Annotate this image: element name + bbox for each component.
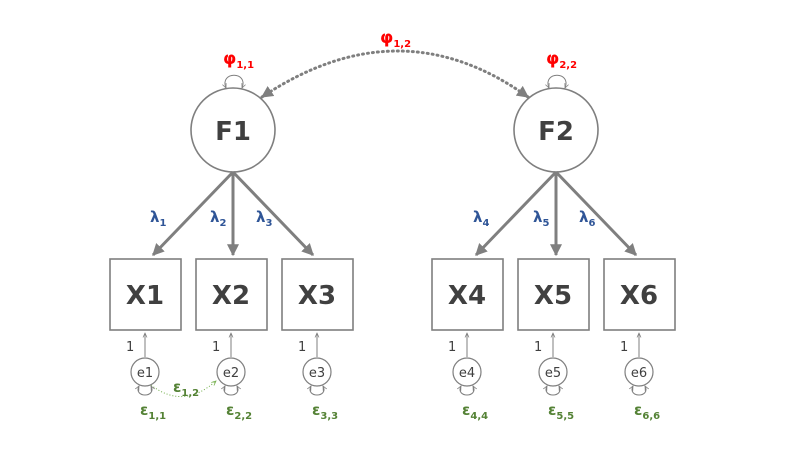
fixed-path-label-6: 1 — [620, 340, 628, 355]
indicator-x2-label: X2 — [212, 281, 250, 311]
indicator-x2-box — [195, 258, 268, 331]
indicator-x4-box — [431, 258, 504, 331]
loading-arrow-1 — [151, 170, 235, 257]
error-e3-label: e3 — [309, 366, 325, 381]
fixed-path-label-3: 1 — [298, 340, 306, 355]
error-e2-label: e2 — [223, 366, 239, 381]
factor-variance-label-f1: φ1,1 — [223, 49, 254, 71]
error-variance-loop-5 — [546, 386, 560, 396]
error-variance-label-5: ε5,5 — [548, 401, 574, 422]
error-variance-loop-3 — [310, 386, 324, 396]
fixed-path-label-4: 1 — [448, 340, 456, 355]
loading-arrow-6 — [554, 170, 638, 257]
indicator-x5-label: X5 — [534, 281, 572, 311]
indicator-x6-label: X6 — [620, 281, 658, 311]
loading-label-2: λ2 — [210, 208, 227, 229]
factor-covariance-label: φ1,2 — [380, 28, 411, 50]
factor-covariance-arrow — [260, 49, 530, 99]
loading-label-1: λ1 — [150, 208, 167, 229]
error-covariance-label: ε1,2 — [173, 378, 199, 399]
factor-variance-loop-f2 — [548, 74, 566, 88]
factor-f2-label: F2 — [538, 117, 574, 147]
error-variance-label-4: ε4,4 — [462, 401, 488, 422]
error-variance-label-6: ε6,6 — [634, 401, 660, 422]
error-variance-label-1: ε1,1 — [140, 401, 166, 422]
indicator-x5-box — [517, 258, 590, 331]
indicator-x1-label: X1 — [126, 281, 164, 311]
loading-label-4: λ4 — [473, 208, 490, 229]
indicator-x1-box — [109, 258, 182, 331]
error-e1-label: e1 — [137, 366, 153, 381]
indicator-x3-box — [281, 258, 354, 331]
indicator-x6-box — [603, 258, 676, 331]
fixed-path-label-2: 1 — [212, 340, 220, 355]
error-e5-label: e5 — [545, 366, 561, 381]
factor-f1-label: F1 — [215, 117, 251, 147]
error-e4-label: e4 — [459, 366, 475, 381]
indicator-x4-label: X4 — [448, 281, 486, 311]
loading-arrow-3 — [231, 170, 315, 257]
loading-label-3: λ3 — [256, 208, 273, 229]
error-variance-loop-6 — [632, 386, 646, 396]
fixed-path-label-1: 1 — [126, 340, 134, 355]
loading-label-6: λ6 — [579, 208, 596, 229]
error-e6-label: e6 — [631, 366, 647, 381]
fixed-path-label-5: 1 — [534, 340, 542, 355]
factor-variance-loop-f1 — [225, 74, 243, 88]
indicator-x3-label: X3 — [298, 281, 336, 311]
factor-variance-label-f2: φ2,2 — [546, 49, 577, 71]
error-variance-label-3: ε3,3 — [312, 401, 338, 422]
error-variance-loop-2 — [224, 386, 238, 396]
loading-label-5: λ5 — [533, 208, 550, 229]
error-variance-label-2: ε2,2 — [226, 401, 252, 422]
error-variance-loop-1 — [138, 386, 152, 396]
loading-arrow-4 — [474, 170, 558, 257]
error-variance-loop-4 — [460, 386, 474, 396]
